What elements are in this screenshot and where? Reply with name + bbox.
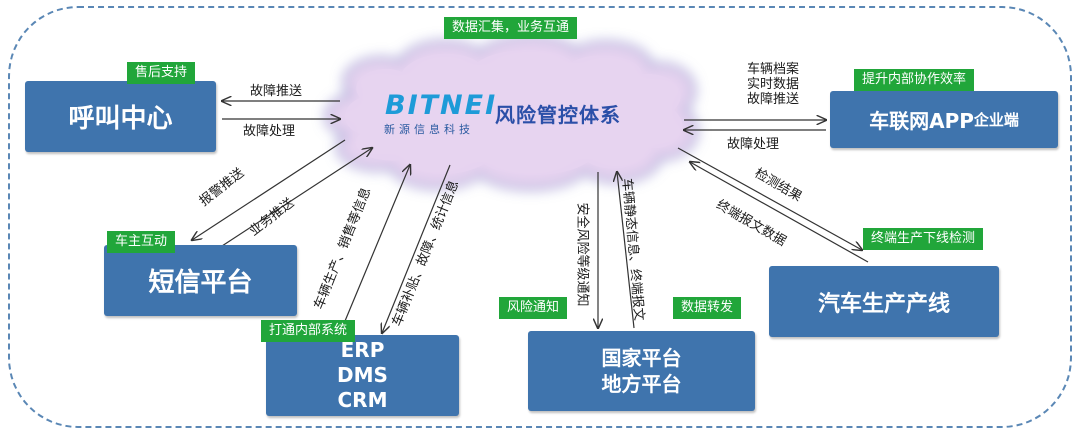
node-erp-dms-crm: ERP DMS CRM [266, 335, 459, 416]
tag-end-of-line-test: 终端生产下线检测 [863, 228, 984, 250]
node-sms-platform: 短信平台 [104, 245, 297, 316]
crm-label: CRM [337, 388, 388, 412]
edge-app-files-line2: 实时数据 [746, 77, 799, 92]
node-call-center: 呼叫中心 [25, 81, 216, 152]
call-center-label: 呼叫中心 [68, 104, 173, 134]
factory-label: 汽车生产产线 [817, 291, 950, 317]
edge-app-files-line3: 故障推送 [746, 92, 799, 107]
tag-risk-notice: 风险通知 [499, 297, 568, 319]
diagram-frame [8, 6, 1072, 428]
dms-label: DMS [337, 363, 388, 387]
node-factory-line: 汽车生产产线 [769, 266, 999, 337]
edge-gov-safety: 安全风险等级通知 [574, 202, 590, 307]
edge-app-files: 车辆档案 实时数据 故障推送 [741, 62, 805, 107]
tag-data-aggregation: 数据汇集，业务互通 [444, 17, 578, 39]
app-label: 车联网APP [869, 109, 974, 133]
tag-collaboration: 提升内部协作效率 [854, 69, 975, 91]
logo-subtitle: 新源信息科技 [384, 123, 474, 136]
bitnei-logo: BITNEI [385, 90, 498, 121]
edge-app-handle: 故障处理 [727, 137, 780, 152]
sms-label: 短信平台 [148, 268, 253, 298]
edge-cc-handle: 故障处理 [243, 124, 296, 139]
tag-after-sales: 售后支持 [127, 62, 196, 84]
cloud-shape [325, 35, 698, 190]
tag-data-forward: 数据转发 [673, 297, 742, 319]
local-platform-label: 地方平台 [601, 372, 682, 396]
erp-label: ERP [340, 338, 385, 362]
edge-cc-push: 故障推送 [250, 84, 303, 99]
national-platform-label: 国家平台 [601, 346, 682, 370]
node-gov-platform: 国家平台 地方平台 [528, 331, 755, 411]
app-label-suffix: 企业端 [973, 111, 1019, 129]
risk-control-title: 风险管控体系 [495, 103, 621, 127]
tag-owner-interaction: 车主互动 [107, 231, 176, 253]
edge-app-files-line1: 车辆档案 [746, 62, 799, 77]
tag-internal-systems: 打通内部系统 [261, 320, 356, 342]
